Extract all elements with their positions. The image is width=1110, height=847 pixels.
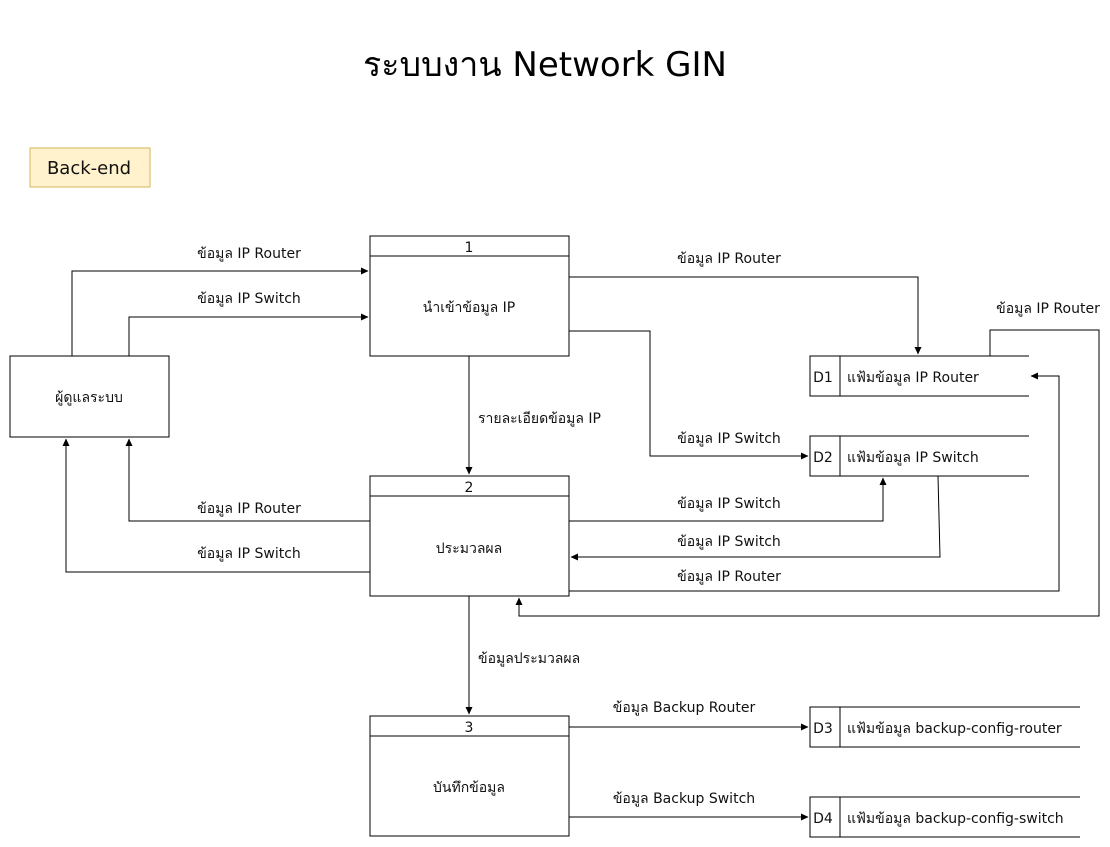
flow-label: ข้อมูล IP Switch — [197, 291, 301, 307]
process-label: บันทึกข้อมูล — [433, 780, 505, 796]
flow-p2-to-d2: ข้อมูล IP Switch — [569, 477, 887, 522]
flow-label: ข้อมูล IP Switch — [197, 546, 301, 562]
store-label: แฟ้มข้อมูล backup-config-switch — [847, 811, 1064, 827]
store-id: D1 — [813, 370, 833, 386]
flow-entity-to-p1-router: ข้อมูล IP Router — [71, 246, 369, 356]
flow-p2-to-entity-router: ข้อมูล IP Router — [125, 438, 370, 522]
backend-badge-label: Back-end — [47, 158, 131, 179]
flow-label: ข้อมูล Backup Router — [613, 700, 756, 716]
flow-label: รายละเอียดข้อมูล IP — [478, 411, 601, 427]
flow-label: ข้อมูล IP Router — [677, 251, 781, 267]
flow-p2-to-p3: ข้อมูลประมวลผล — [465, 596, 580, 715]
process-number: 3 — [465, 720, 474, 736]
flow-p3-to-d3: ข้อมูล Backup Router — [569, 700, 809, 731]
flow-p1-to-d1: ข้อมูล IP Router — [569, 251, 922, 355]
flow-label: ข้อมูล IP Switch — [677, 496, 781, 512]
flow-label: ข้อมูลประมวลผล — [478, 651, 580, 667]
flow-label: ข้อมูล IP Switch — [677, 534, 781, 550]
process-3: 3 บันทึกข้อมูล — [369, 715, 570, 837]
flow-p1-to-d2: ข้อมูล IP Switch — [569, 330, 809, 460]
process-label: นำเข้าข้อมูล IP — [423, 300, 515, 316]
store-label: แฟ้มข้อมูล IP Router — [847, 370, 979, 386]
flow-p1-to-p2: รายละเอียดข้อมูล IP — [465, 356, 601, 475]
data-store-d1: D1 แฟ้มข้อมูล IP Router — [809, 355, 1029, 397]
flow-p2-to-entity-switch: ข้อมูล IP Switch — [62, 438, 370, 573]
flow-label: ข้อมูล IP Switch — [677, 431, 781, 447]
page-title: ระบบงาน Network GIN — [363, 45, 727, 85]
flow-label: ข้อมูล Backup Switch — [613, 791, 755, 807]
backend-badge: Back-end — [29, 147, 151, 188]
data-store-d2: D2 แฟ้มข้อมูล IP Switch — [809, 435, 1029, 477]
flow-label: ข้อมูล IP Router — [197, 501, 301, 517]
external-entity-admin: ผู้ดูแลระบบ — [9, 355, 170, 438]
flow-entity-to-p1-switch: ข้อมูล IP Switch — [128, 291, 369, 356]
flow-p3-to-d4: ข้อมูล Backup Switch — [569, 791, 809, 821]
store-id: D4 — [813, 811, 833, 827]
data-store-d4: D4 แฟ้มข้อมูล backup-config-switch — [809, 796, 1080, 838]
flow-p2-to-d1: ข้อมูล IP Router — [569, 372, 1060, 592]
flow-d1-to-p2: ข้อมูล IP Router — [515, 301, 1100, 617]
process-number: 1 — [465, 240, 474, 256]
process-1: 1 นำเข้าข้อมูล IP — [369, 235, 570, 357]
process-number: 2 — [465, 480, 474, 496]
flow-d2-to-p2: ข้อมูล IP Switch — [570, 475, 941, 561]
store-label: แฟ้มข้อมูล IP Switch — [847, 450, 979, 466]
process-2: 2 ประมวลผล — [369, 475, 570, 597]
entity-label: ผู้ดูแลระบบ — [55, 390, 123, 406]
store-id: D3 — [813, 721, 833, 737]
data-store-d3: D3 แฟ้มข้อมูล backup-config-router — [809, 706, 1080, 748]
process-label: ประมวลผล — [436, 541, 502, 557]
store-label: แฟ้มข้อมูล backup-config-router — [847, 721, 1062, 737]
flow-label: ข้อมูล IP Router — [677, 569, 781, 585]
flow-label: ข้อมูล IP Router — [996, 301, 1100, 317]
flow-label: ข้อมูล IP Router — [197, 246, 301, 262]
store-id: D2 — [813, 450, 833, 466]
